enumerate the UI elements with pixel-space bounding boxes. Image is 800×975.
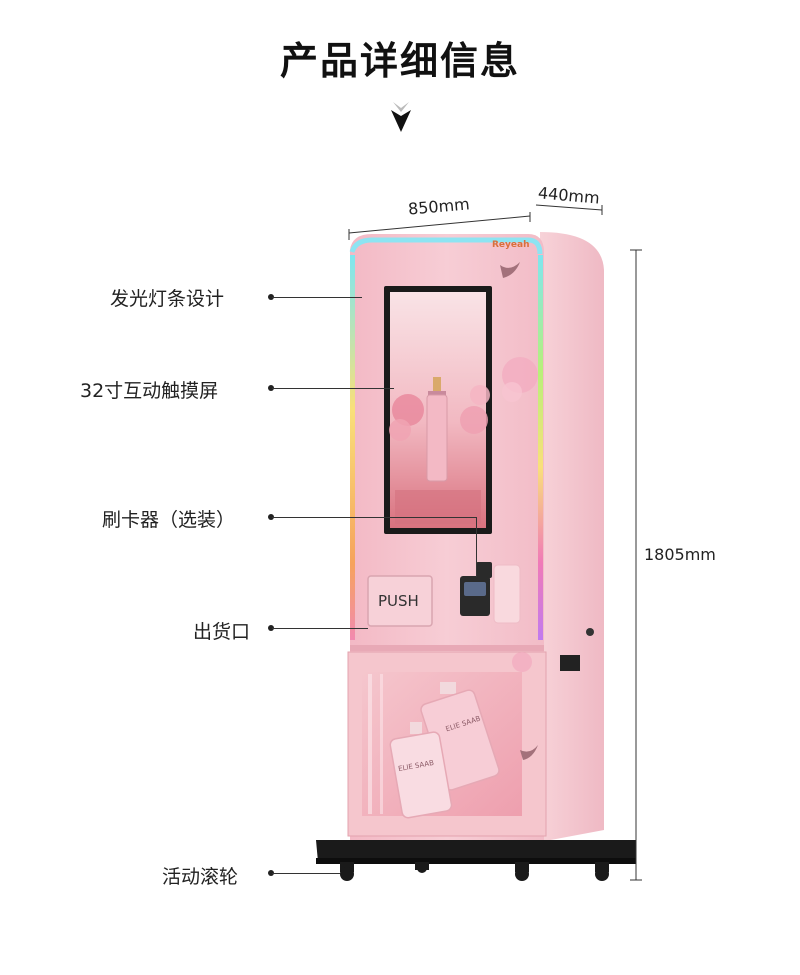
- push-label: PUSH: [378, 592, 419, 610]
- leader-dot: [268, 385, 274, 391]
- leader-line: [272, 628, 368, 629]
- feature-label-dispense-slot: 出货口: [193, 621, 251, 643]
- leader-line: [272, 517, 476, 518]
- feature-label-wheels: 活动滚轮: [162, 866, 239, 888]
- leader-line: [272, 297, 362, 298]
- feature-label-light-strip: 发光灯条设计: [110, 288, 225, 310]
- dimension-height-label: 1805mm: [644, 545, 716, 564]
- leader-dot: [268, 514, 274, 520]
- chevron-down-icon: [391, 102, 411, 132]
- leader-dot: [268, 294, 274, 300]
- brand-logo: Reyeah: [492, 240, 530, 250]
- leader-line: [476, 517, 477, 577]
- feature-label-card-reader: 刷卡器（选装）: [102, 509, 236, 531]
- leader-line: [272, 388, 394, 389]
- leader-dot: [268, 625, 274, 631]
- page-title: 产品详细信息: [279, 39, 520, 83]
- leader-dot: [268, 870, 274, 876]
- leader-line: [272, 873, 340, 874]
- feature-label-touchscreen: 32寸互动触摸屏: [80, 380, 219, 402]
